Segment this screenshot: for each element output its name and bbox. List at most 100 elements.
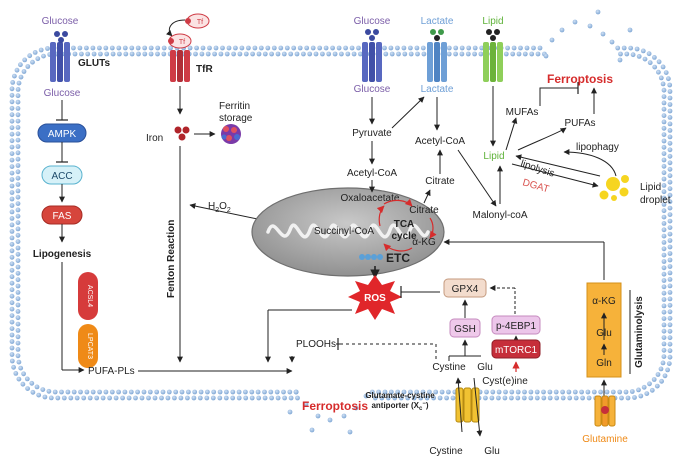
membrane-lipid-bead [25, 64, 31, 69]
membrane-lipid-bead [349, 45, 355, 51]
membrane-lipid-bead [9, 112, 15, 118]
mufas-inhibit-line [539, 87, 578, 106]
membrane-lipid-bead [414, 45, 420, 51]
membrane-lipid-bead [667, 102, 673, 107]
membrane-lipid-bead [126, 395, 132, 401]
membrane-lipid-bead [155, 51, 160, 57]
membrane-lipid-bead [661, 335, 667, 340]
membrane-lipid-bead [252, 45, 258, 51]
membrane-lipid-bead [173, 389, 179, 395]
membrane-lipid-bead [133, 395, 138, 401]
membrane-lipid-bead [152, 395, 158, 401]
gln-column-label: Gln [596, 358, 612, 369]
membrane-lipid-bead [663, 70, 669, 75]
membrane-lipid-bead [148, 51, 154, 57]
membrane-lipid-bead [236, 389, 242, 395]
ruptured-membrane-bead [303, 401, 309, 407]
membrane-lipid-bead [661, 132, 667, 138]
membrane-lipid-bead [446, 45, 452, 51]
membrane-lipid-bead [9, 177, 15, 182]
membrane-lipid-bead [20, 381, 26, 387]
glucose-transporter-mid [362, 42, 382, 82]
membrane-lipid-bead [78, 389, 83, 395]
membrane-lipid-bead [9, 248, 15, 254]
membrane-lipid-bead [345, 51, 351, 57]
gluts-label: GLUTs [78, 58, 110, 69]
glutamine-label: Glutamine [582, 434, 628, 445]
membrane-lipid-bead [256, 395, 262, 401]
membrane-lipid-bead [274, 389, 280, 395]
membrane-lipid-bead [658, 75, 664, 81]
membrane-lipid-bead [15, 169, 21, 175]
membrane-lipid-bead [10, 80, 16, 85]
membrane-lipid-bead [129, 51, 135, 57]
membrane-lipid-bead [9, 319, 15, 325]
membrane-lipid-bead [661, 240, 667, 245]
membrane-lipid-bead [192, 389, 198, 395]
membrane-lipid-bead [9, 313, 15, 318]
membrane-lipid-bead [666, 76, 671, 82]
membrane-lipid-bead [9, 183, 15, 189]
membrane-lipid-bead [667, 173, 673, 179]
membrane-lipid-bead [9, 345, 15, 351]
membrane-lipid-bead [654, 383, 660, 389]
membrane-lipid-bead [36, 392, 42, 398]
membrane-lipid-bead [537, 45, 543, 51]
membrane-lipid-bead [81, 395, 87, 401]
membrane-lipid-bead [9, 170, 15, 176]
membrane-lipid-bead [15, 118, 21, 124]
membrane-lipid-bead [15, 175, 21, 181]
membrane-lipid-bead [45, 46, 50, 51]
lipid-molecule-icon [486, 29, 500, 41]
membrane-lipid-bead [313, 51, 319, 57]
membrane-lipid-bead [647, 60, 653, 66]
akg-column-label: α-KG [592, 296, 616, 307]
lipolysis-arrow [515, 154, 601, 177]
membrane-lipid-bead [503, 51, 509, 57]
membrane-lipid-bead [15, 270, 21, 276]
membrane-lipid-bead [55, 395, 61, 401]
membrane-lipid-bead [30, 389, 36, 395]
membrane-lipid-bead [667, 186, 673, 192]
membrane-lipid-bead [521, 395, 527, 401]
etc-complex-icon [359, 254, 383, 260]
membrane-lipid-bead [388, 389, 394, 395]
membrane-lipid-bead [15, 353, 21, 359]
membrane-lipid-bead [178, 395, 184, 401]
pyruvate-to-lactate-arrow [391, 96, 425, 129]
membrane-lipid-bead [427, 389, 432, 395]
membrane-lipid-bead [30, 59, 35, 65]
membrane-lipid-bead [243, 395, 249, 401]
membrane-lipid-bead [84, 45, 89, 51]
membrane-lipid-bead [122, 45, 128, 51]
membrane-lipid-bead [667, 192, 673, 198]
membrane-lipid-bead [541, 389, 546, 395]
etc-label: ETC [386, 251, 410, 265]
succinyl-coa-label: Succinyl-CoA [314, 226, 374, 237]
membrane-lipid-bead [667, 322, 673, 328]
pyruvate-label: Pyruvate [352, 128, 392, 139]
ferritin-icon [221, 124, 241, 144]
membrane-lipid-bead [84, 389, 90, 395]
membrane-lipid-bead [490, 389, 496, 395]
ros-label: ROS [364, 293, 386, 304]
membrane-lipid-bead [243, 51, 249, 57]
ruptured-membrane-bead [327, 417, 333, 423]
membrane-lipid-bead [109, 45, 115, 51]
membrane-lipid-bead [661, 176, 667, 182]
membrane-lipid-bead [332, 51, 338, 57]
membrane-lipid-bead [15, 194, 21, 200]
membrane-lipid-bead [615, 45, 621, 51]
ruptured-membrane-bead [353, 405, 359, 411]
membrane-lipid-bead [528, 395, 534, 401]
membrane-lipid-bead [288, 51, 294, 57]
membrane-lipid-bead [15, 232, 21, 238]
membrane-lipid-bead [629, 389, 635, 394]
membrane-lipid-bead [634, 46, 640, 52]
membrane-lipid-bead [15, 99, 21, 105]
membrane-lipid-bead [187, 45, 193, 51]
lipid-to-mufas-arrow [505, 117, 518, 151]
membrane-lipid-bead [383, 51, 389, 57]
membrane-lipid-bead [139, 395, 145, 401]
membrane-lipid-bead [15, 334, 21, 340]
